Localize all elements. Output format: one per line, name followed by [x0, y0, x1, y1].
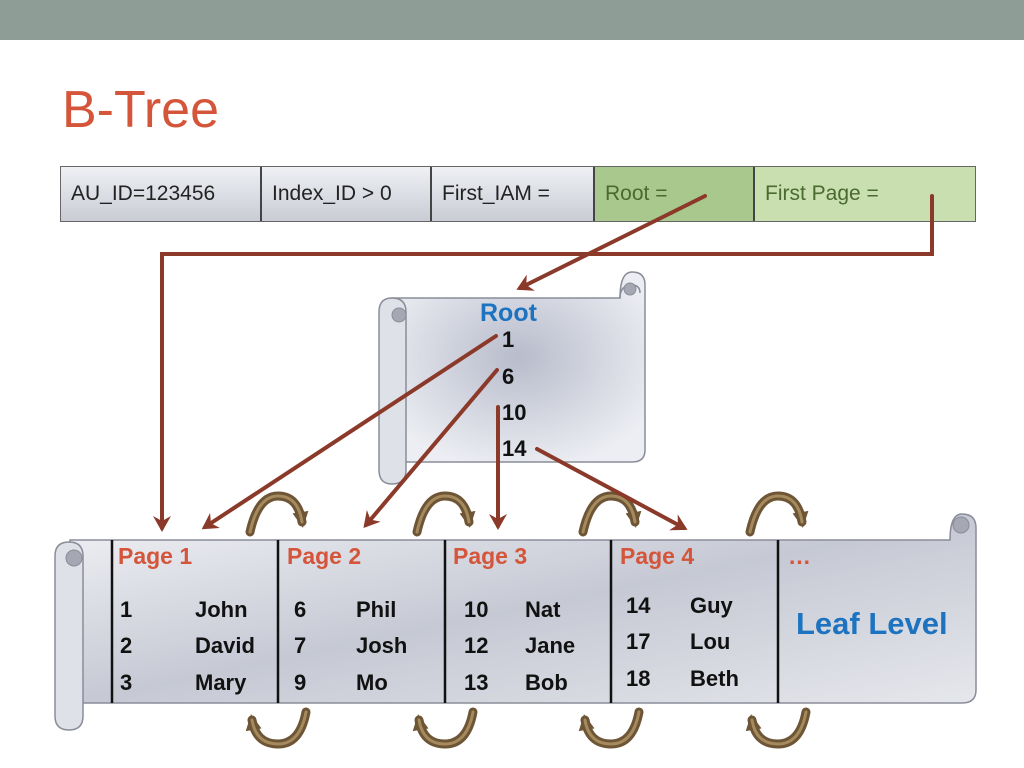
record-key: 6 [294, 597, 307, 622]
iam-header-row: AU_ID=123456 Index_ID > 0 First_IAM = Ro… [60, 166, 976, 222]
record-name: David [195, 633, 255, 658]
record-name: Phil [356, 597, 397, 622]
first-page-cell: First Page = [755, 167, 975, 221]
record-key: 18 [626, 666, 651, 691]
root-key: 14 [502, 436, 527, 461]
root-key: 1 [502, 327, 515, 352]
record-name: Jane [525, 633, 576, 658]
page-3-label: Page 3 [453, 543, 528, 569]
record-key: 7 [294, 633, 307, 658]
leaf-scroll [54, 513, 977, 731]
page-1-label: Page 1 [118, 543, 193, 569]
prev-page-links [245, 707, 811, 749]
record-name: Mary [195, 670, 247, 695]
pointer-arrows [153, 194, 934, 532]
more-pages-label: … [788, 543, 811, 569]
record-name: Lou [690, 629, 731, 654]
root-key: 6 [502, 364, 515, 389]
record-name: Nat [525, 597, 561, 622]
record-key: 17 [626, 629, 651, 654]
record-key: 1 [120, 597, 133, 622]
record-key: 10 [464, 597, 489, 622]
au-id-cell: AU_ID=123456 [61, 167, 262, 221]
record-key: 2 [120, 633, 133, 658]
record-key: 9 [294, 670, 307, 695]
record-name: Josh [356, 633, 408, 658]
record-name: John [195, 597, 248, 622]
index-id-cell: Index_ID > 0 [262, 167, 432, 221]
page-4-label: Page 4 [620, 543, 695, 569]
page-2-label: Page 2 [287, 543, 362, 569]
record-name: Bob [525, 670, 568, 695]
next-page-links [245, 491, 809, 537]
top-bar [0, 0, 1024, 40]
root-node-label: Root [480, 299, 537, 327]
first-iam-cell: First_IAM = [432, 167, 595, 221]
prev-page-links-highlight [250, 710, 808, 746]
leaf-level-label: Leaf Level [796, 606, 948, 641]
record-key: 14 [626, 593, 651, 618]
slide-title: B-Tree [62, 81, 219, 139]
record-name: Beth [690, 666, 739, 691]
record-key: 3 [120, 670, 133, 695]
root-scroll [378, 271, 646, 485]
next-page-links-highlight [248, 494, 804, 534]
record-key: 12 [464, 633, 489, 658]
record-name: Guy [690, 593, 733, 618]
record-key: 13 [464, 670, 489, 695]
root-key: 10 [502, 400, 527, 425]
record-name: Mo [356, 670, 388, 695]
